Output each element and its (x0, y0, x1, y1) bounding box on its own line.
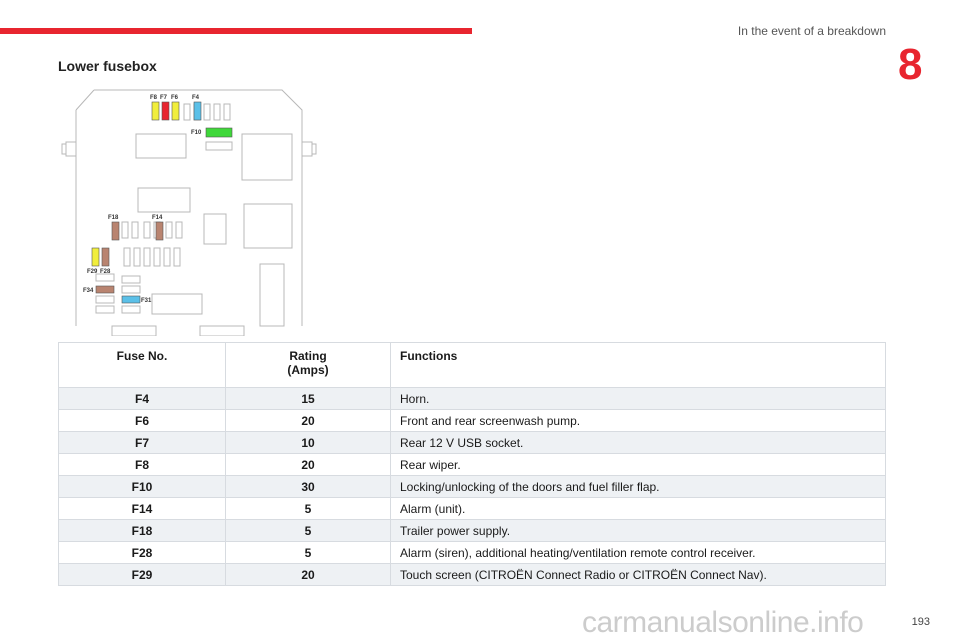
fuse-F10 (205, 127, 233, 138)
fuse-F29 (91, 247, 100, 267)
rating-cell: 20 (225, 453, 391, 476)
fuse-cell: F4 (58, 387, 226, 410)
fuse-table: Fuse No. Rating (Amps) Functions F4 15 H… (58, 342, 886, 586)
function-cell: Rear wiper. (390, 453, 886, 476)
fuse-F18 (111, 221, 120, 241)
table-row: F29 20 Touch screen (CITROËN Connect Rad… (58, 563, 886, 586)
fuse-F8 (151, 101, 160, 121)
header-functions: Functions (390, 342, 886, 388)
fuse-cell: F8 (58, 453, 226, 476)
rating-cell: 15 (225, 387, 391, 410)
chapter-title: In the event of a breakdown (737, 24, 886, 38)
chapter-accent-bar (0, 28, 472, 34)
fuse-F14 (155, 221, 164, 241)
label-F18: F18 (108, 215, 119, 221)
table-row: F4 15 Horn. (58, 387, 886, 410)
label-F28: F28 (100, 269, 111, 275)
table-row: F10 30 Locking/unlocking of the doors an… (58, 475, 886, 498)
function-cell: Alarm (unit). (390, 497, 886, 520)
label-F8: F8 (150, 95, 158, 101)
table-row: F7 10 Rear 12 V USB socket. (58, 431, 886, 454)
fusebox-diagram: F8 F7 F6 F4 F10 F18 F14 F29 F28 F34 F31 (60, 86, 320, 337)
rating-cell: 10 (225, 431, 391, 454)
fuse-F6 (171, 101, 180, 121)
table-row: F6 20 Front and rear screenwash pump. (58, 409, 886, 432)
label-F6: F6 (171, 95, 179, 101)
header-rating-line1: Rating (289, 349, 327, 363)
fuse-cell: F28 (58, 541, 226, 564)
table-row: F8 20 Rear wiper. (58, 453, 886, 476)
rating-cell: 30 (225, 475, 391, 498)
chapter-number: 8 (898, 40, 960, 98)
fuse-cell: F18 (58, 519, 226, 542)
function-cell: Front and rear screenwash pump. (390, 409, 886, 432)
fuse-F31 (121, 295, 141, 304)
fuse-F7 (161, 101, 170, 121)
watermark: carmanualsonline.info (582, 606, 864, 639)
label-F10: F10 (191, 130, 202, 136)
rating-cell: 5 (225, 541, 391, 564)
fuse-F34 (95, 285, 115, 294)
rating-cell: 20 (225, 409, 391, 432)
fuse-F28 (101, 247, 110, 267)
label-F7: F7 (160, 95, 168, 101)
table-header-row: Fuse No. Rating (Amps) Functions (58, 342, 886, 388)
header-rating-line2: (Amps) (287, 363, 329, 377)
label-F34: F34 (83, 288, 94, 294)
rating-cell: 20 (225, 563, 391, 586)
fuse-cell: F10 (58, 475, 226, 498)
header-fuse-no: Fuse No. (58, 342, 226, 388)
function-cell: Trailer power supply. (390, 519, 886, 542)
fuse-cell: F29 (58, 563, 226, 586)
section-title: Lower fusebox (58, 58, 157, 74)
label-F31: F31 (141, 298, 152, 304)
label-F14: F14 (152, 215, 163, 221)
rating-cell: 5 (225, 519, 391, 542)
rating-cell: 5 (225, 497, 391, 520)
fuse-cell: F6 (58, 409, 226, 432)
table-row: F28 5 Alarm (siren), additional heating/… (58, 541, 886, 564)
fuse-F4 (193, 101, 202, 121)
fuse-cell: F14 (58, 497, 226, 520)
function-cell: Rear 12 V USB socket. (390, 431, 886, 454)
fusebox-drawing: F8 F7 F6 F4 F10 F18 F14 F29 F28 F34 F31 (61, 89, 317, 337)
function-cell: Touch screen (CITROËN Connect Radio or C… (390, 563, 886, 586)
page-number: 193 (911, 616, 930, 628)
label-F4: F4 (192, 95, 200, 101)
fuse-cell: F7 (58, 431, 226, 454)
label-F29: F29 (87, 269, 98, 275)
header-rating: Rating (Amps) (225, 342, 391, 388)
function-cell: Horn. (390, 387, 886, 410)
table-row: F18 5 Trailer power supply. (58, 519, 886, 542)
table-row: F14 5 Alarm (unit). (58, 497, 886, 520)
function-cell: Locking/unlocking of the doors and fuel … (390, 475, 886, 498)
function-cell: Alarm (siren), additional heating/ventil… (390, 541, 886, 564)
